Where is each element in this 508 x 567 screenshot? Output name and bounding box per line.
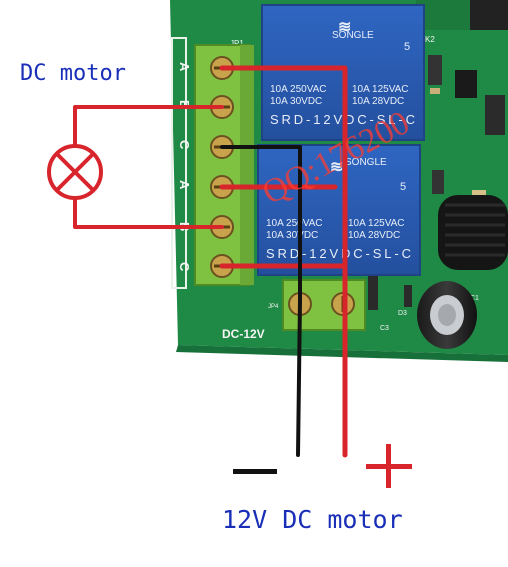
ic-label-c1: C1 (470, 295, 479, 302)
relay-top-rating-l1: 10A 250VAC (270, 84, 327, 95)
relay-bottom-rating-l1: 10A 250VAC (266, 218, 323, 229)
plus-text: + (389, 462, 395, 473)
relay-bottom-mark: 5 (400, 181, 406, 193)
relay-bottom-rating-r2: 10A 28VDC (348, 230, 400, 241)
antenna-coil (438, 195, 508, 270)
terminal-letter-1: A (177, 62, 192, 72)
minus-sign (233, 469, 277, 474)
songle-logo: ≋ (330, 159, 343, 176)
relay-top-rating-r1: 10A 125VAC (352, 84, 409, 95)
power-label: DC-12V (222, 327, 265, 341)
ic-label-k2: K2 (425, 35, 435, 44)
relay-bottom-rating-l2: 10A 30VDC (266, 230, 318, 241)
relay-top-rating-l2: 10A 30VDC (270, 96, 322, 107)
terminal-block (194, 44, 254, 286)
wires (73, 65, 348, 458)
relay-bottom: ≋ SONGLE 5 10A 250VAC 10A 30VDC 10A 125V… (257, 144, 421, 276)
power-connector-label: JP4 (268, 304, 279, 310)
wire-red-plus (219, 65, 348, 458)
terminal-letter-4: A (177, 180, 192, 190)
power-terminal (282, 279, 366, 331)
connector-label: JP1 (230, 39, 244, 48)
wire-lamp-bottom (73, 198, 224, 229)
relay-top-brand: SONGLE (332, 30, 374, 41)
relay-bottom-brand: SONGLE (345, 157, 387, 168)
lamp-icon (47, 144, 103, 200)
ic-label-d3: D3 (398, 310, 407, 317)
relay-bottom-rating-r1: 10A 125VAC (348, 218, 405, 229)
ic-label-c3: C3 (380, 325, 389, 332)
plus-sign: + (366, 444, 412, 488)
wire-lamp-top (73, 105, 224, 147)
minus-text: − (255, 466, 261, 477)
terminal-letter-2: B (177, 100, 192, 109)
label-dc-motor-top: DC motor (20, 61, 126, 86)
terminal-letter-6: C (177, 262, 192, 272)
smd-components (368, 0, 508, 310)
songle-logo: ≋ (338, 19, 351, 36)
wire-black-minus (220, 145, 302, 457)
label-12v-dc-motor: 12V DC motor (222, 505, 403, 534)
relay-top-mark: 5 (404, 41, 410, 53)
relay-top-rating-r2: 10A 28VDC (352, 96, 404, 107)
capacitor (417, 281, 477, 349)
terminal-letter-3: C (177, 140, 192, 150)
